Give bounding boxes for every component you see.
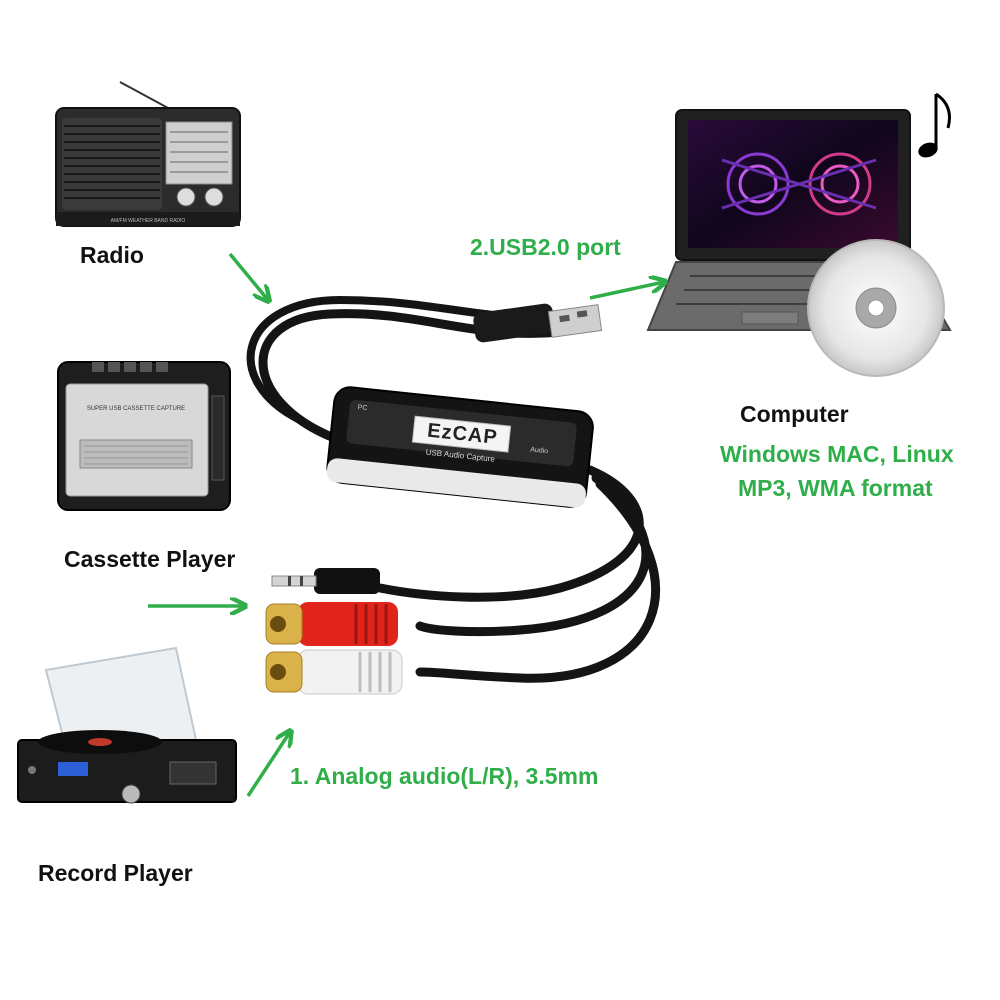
record-player-image	[17, 646, 237, 804]
ezcap-audio-label: Audio	[529, 446, 549, 456]
radio-speaker-grille	[62, 118, 162, 210]
usb-connector-image	[473, 303, 603, 343]
radio-antenna	[119, 81, 169, 109]
radio-knob-right	[204, 187, 224, 207]
rca-white-connector	[265, 649, 403, 695]
arrow-radio	[228, 252, 268, 300]
label-usb-port: 2.USB2.0 port	[470, 234, 621, 260]
ezcap-pc-label: PC	[357, 404, 368, 413]
ezcap-brand: EzCAP	[426, 419, 499, 449]
rca-red-connector	[265, 602, 398, 646]
label-analog-audio: 1. Analog audio(L/R), 3.5mm	[290, 763, 599, 789]
radio-image	[55, 81, 241, 227]
ezcap-logo-box	[411, 415, 512, 453]
label-record-player: Record Player	[38, 860, 193, 886]
radio-panel-text: AM/FM WEATHER BAND RADIO	[111, 218, 186, 224]
3-5mm-jack-image	[271, 568, 380, 594]
music-note-icon	[918, 92, 951, 158]
cd-disc-image	[807, 239, 945, 377]
label-computer: Computer	[740, 401, 849, 427]
label-formats: MP3, WMA format	[738, 475, 933, 501]
cassette-player-image	[57, 361, 231, 511]
label-radio: Radio	[80, 242, 144, 268]
cassette-panel-text: SUPER USB CASSETTE CAPTURE	[87, 406, 185, 412]
radio-knob-left	[176, 187, 196, 207]
display-panel	[58, 762, 88, 776]
label-os-support: Windows MAC, Linux	[720, 441, 954, 467]
label-cassette-player: Cassette Player	[64, 546, 236, 572]
radio-dial-panel	[165, 121, 233, 185]
arrow-record-player	[246, 732, 290, 797]
laptop-screen	[688, 120, 898, 248]
audio-cables	[375, 465, 660, 683]
ezcap-device	[326, 386, 594, 508]
arrow-usb-port	[589, 282, 664, 300]
